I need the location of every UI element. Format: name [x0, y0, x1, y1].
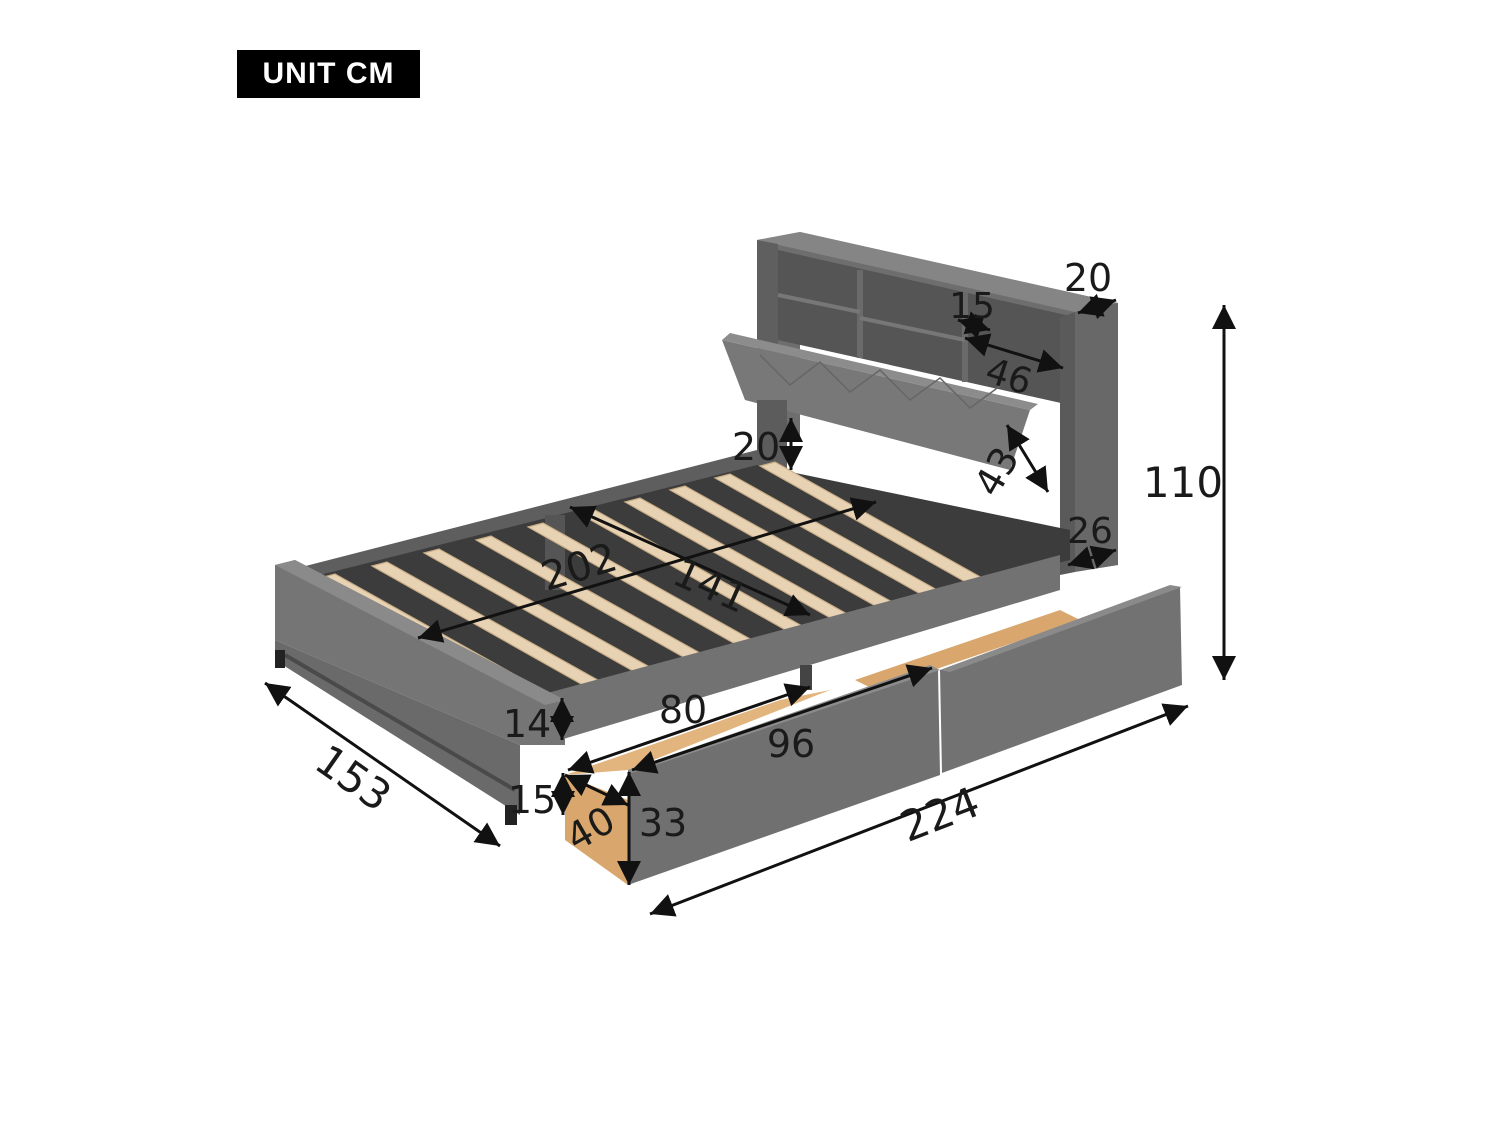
dim-line-40 [564, 773, 629, 807]
dim-line-20-top [1077, 293, 1117, 320]
dim-line-141 [569, 505, 811, 617]
headboard-right-wing [1075, 303, 1118, 572]
dim-line-153 [264, 681, 501, 848]
dimension-lines [264, 293, 1236, 917]
leg [275, 650, 285, 668]
label-leg-height: 20 [732, 425, 780, 469]
label-bed-width: 153 [306, 735, 400, 821]
label-bed-height: 110 [1143, 458, 1223, 507]
dim-line-224 [649, 703, 1189, 917]
shelf-board [859, 316, 966, 342]
leg [800, 665, 812, 690]
dim-line-26 [1067, 545, 1117, 570]
dim-line-46 [964, 333, 1064, 373]
label-drawer-inner-width: 80 [659, 688, 707, 732]
unit-badge: UNIT CM [237, 50, 420, 98]
label-drawer-height: 33 [639, 801, 687, 845]
dim-line-96 [631, 664, 933, 774]
label-side-panel-depth: 26 [1067, 511, 1113, 552]
drawer-right-top [940, 585, 1182, 672]
headboard-right-wing-side [1060, 312, 1075, 575]
dim-line-43 [1005, 424, 1050, 493]
dim-line-15 [957, 311, 991, 339]
label-headboard-depth: 20 [1064, 256, 1112, 300]
storage-flap-edge [722, 333, 1038, 410]
label-drawer-front-width: 96 [767, 722, 815, 766]
storage-flap [722, 340, 1030, 470]
shelf-board [777, 293, 861, 314]
label-rail-height: 14 [503, 702, 551, 746]
label-bed-length: 224 [894, 777, 986, 851]
leg [505, 805, 517, 825]
flap-stitching [759, 354, 1001, 409]
label-drawer-inner-height: 15 [508, 778, 556, 822]
headboard-top [757, 232, 1118, 312]
label-shelf-height: 15 [949, 286, 995, 327]
